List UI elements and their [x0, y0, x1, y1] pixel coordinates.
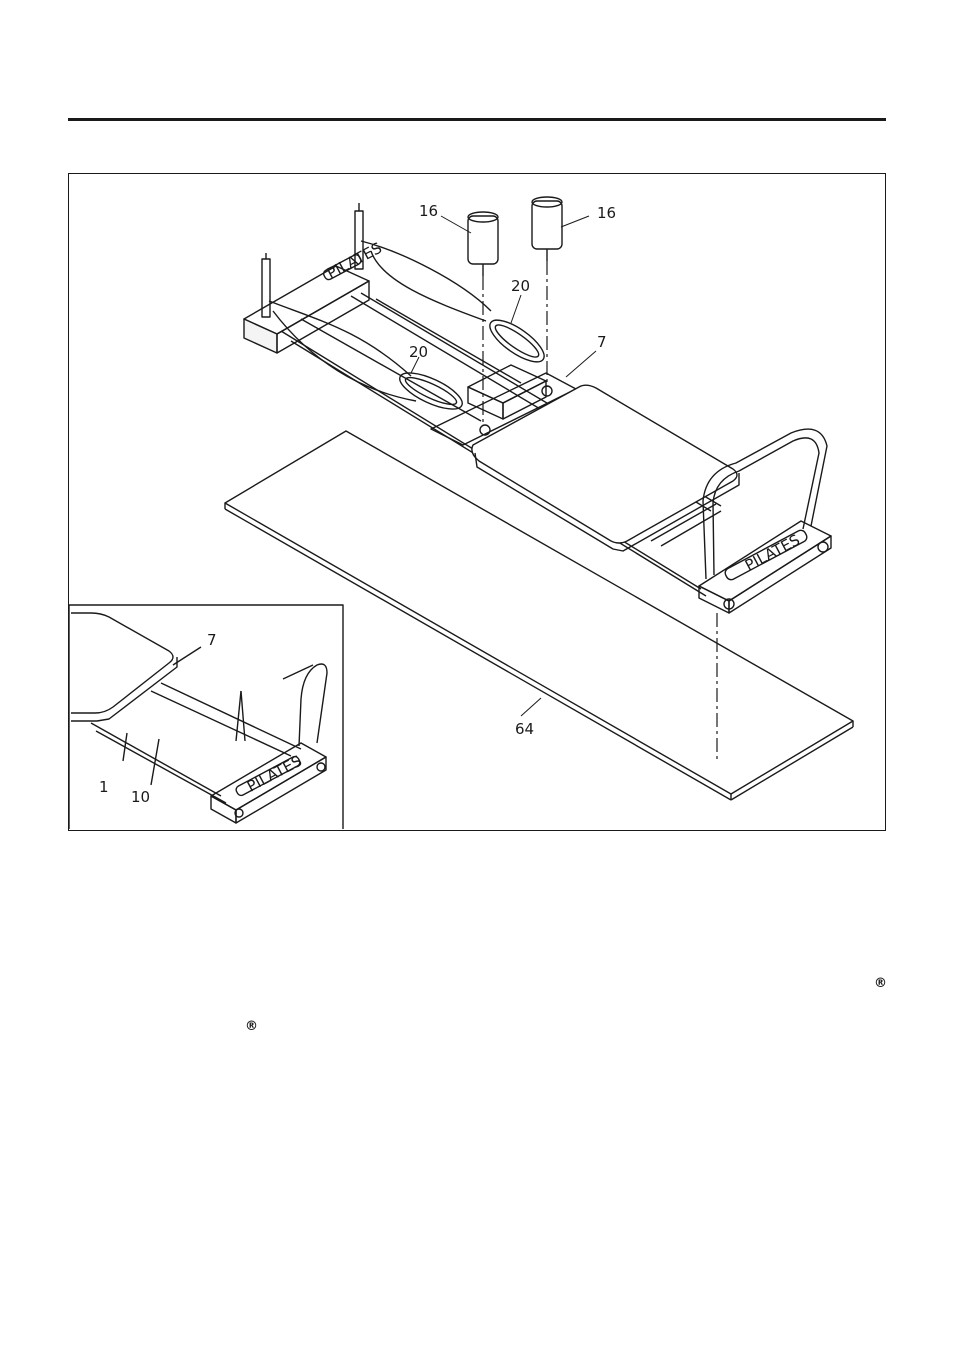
header-rule [68, 118, 886, 121]
assembly-figure: PILATES PILATES PILATES 16 16 20 20 7 64… [68, 173, 886, 831]
spring-weight-right [532, 197, 562, 261]
callout-mat: 64 [515, 720, 534, 738]
callout-weight-right: 16 [597, 204, 616, 222]
callout-weight-left: 16 [419, 202, 438, 220]
registered-mark-1: ® [874, 976, 887, 991]
registered-mark-2: ® [245, 1019, 258, 1034]
head-end-frame [244, 203, 369, 353]
spring-weight-left [468, 212, 498, 276]
inset-callout-rail: 10 [131, 788, 150, 806]
inset-callout-carriage: 7 [207, 631, 217, 649]
foot-strap-upper [484, 313, 550, 369]
callout-strap-lower: 20 [409, 343, 428, 361]
callout-carriage: 7 [597, 333, 607, 351]
inset-callout-frame: 1 [99, 778, 109, 796]
callout-strap-upper: 20 [511, 277, 530, 295]
ropes [269, 241, 491, 401]
foot-strap-lower [395, 366, 467, 416]
